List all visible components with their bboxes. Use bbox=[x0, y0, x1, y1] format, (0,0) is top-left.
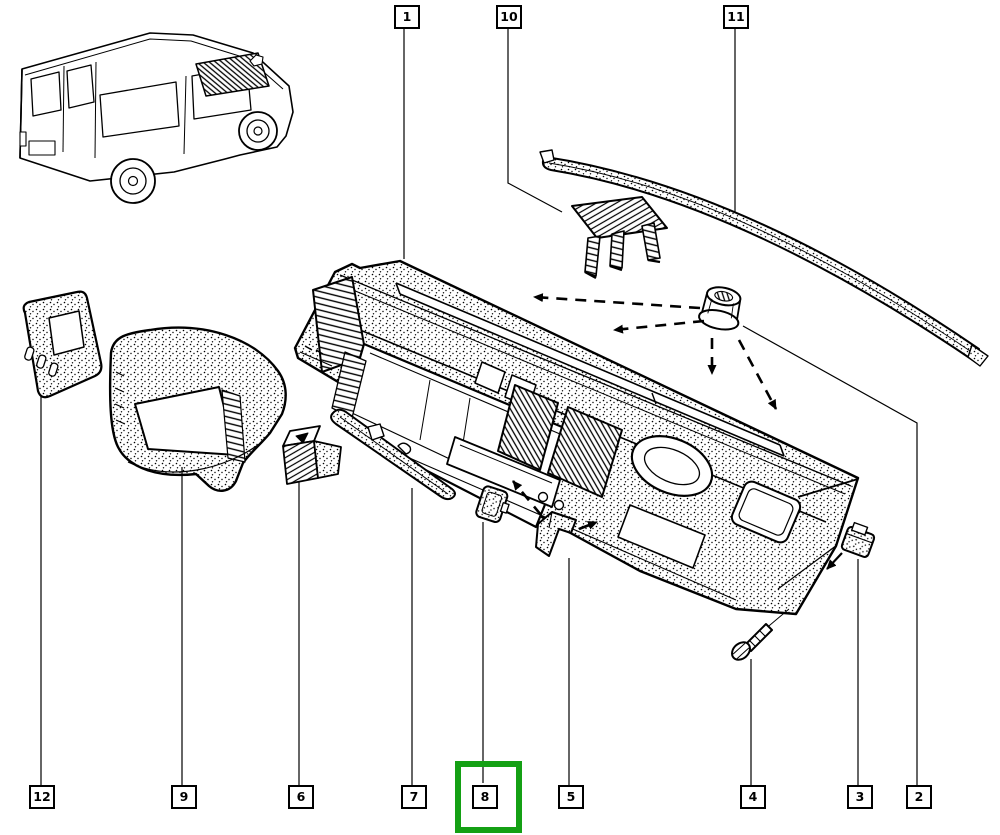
van-rear-three-quarter-drawing bbox=[19, 32, 294, 204]
callout-7[interactable]: 7 bbox=[401, 785, 427, 809]
part-6-side-vent-drawing bbox=[282, 425, 342, 485]
callout-1[interactable]: 1 bbox=[394, 5, 420, 29]
part-5-bracket-clip-drawing bbox=[535, 511, 577, 557]
callout-6[interactable]: 6 bbox=[288, 785, 314, 809]
callout-11[interactable]: 11 bbox=[723, 5, 749, 29]
part-8-switch-blank-drawing bbox=[475, 485, 510, 523]
part-11-windscreen-trim-drawing bbox=[539, 149, 989, 367]
part-3-fastener-clip-drawing bbox=[826, 521, 876, 570]
highlight-box bbox=[455, 761, 522, 833]
callout-5[interactable]: 5 bbox=[558, 785, 584, 809]
callout-10[interactable]: 10 bbox=[496, 5, 522, 29]
callout-leader-lines bbox=[40, 27, 918, 785]
part-10-support-bracket-drawing bbox=[571, 196, 668, 280]
install-direction-arrows bbox=[511, 293, 778, 531]
part-9-instrument-cowl-drawing bbox=[108, 326, 287, 492]
part-2-fastener-clip-drawing bbox=[698, 286, 742, 331]
part-7-trim-strip-drawing bbox=[330, 408, 456, 501]
callout-4[interactable]: 4 bbox=[740, 785, 766, 809]
part-12-switch-panel-drawing bbox=[22, 290, 103, 399]
callout-8[interactable]: 8 bbox=[472, 785, 498, 809]
callout-12[interactable]: 12 bbox=[29, 785, 55, 809]
callout-2[interactable]: 2 bbox=[906, 785, 932, 809]
callout-3[interactable]: 3 bbox=[847, 785, 873, 809]
callout-9[interactable]: 9 bbox=[171, 785, 197, 809]
part-4-screw-drawing bbox=[731, 608, 790, 661]
